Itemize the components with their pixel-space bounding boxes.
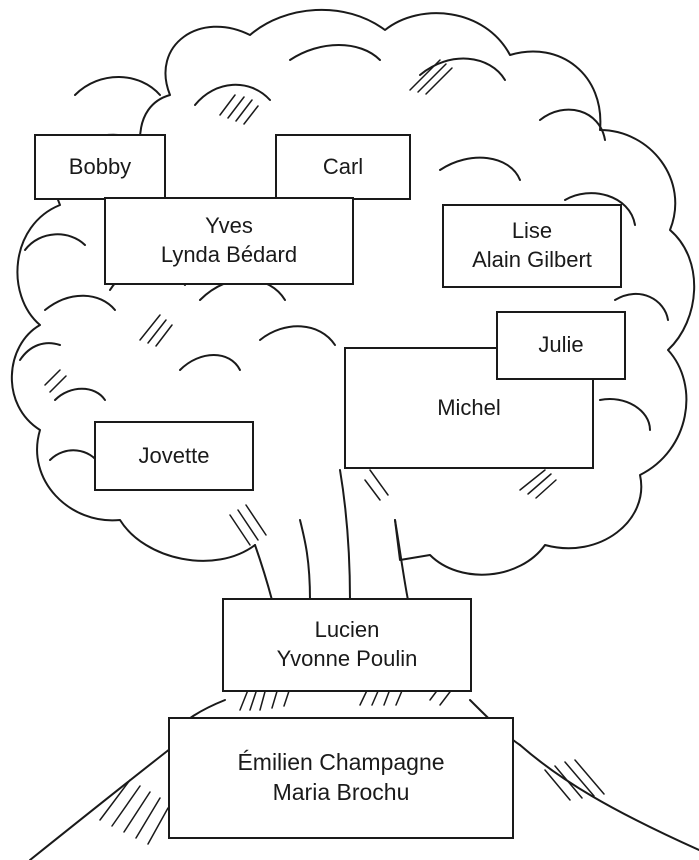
person-name-alain: Alain Gilbert — [472, 247, 592, 272]
person-box-emilien-maria: Émilien Champagne Maria Brochu — [168, 717, 514, 839]
person-name-maria: Maria Brochu — [272, 779, 410, 805]
person-box-lucien-yvonne: Lucien Yvonne Poulin — [222, 598, 472, 692]
tree-trunk — [229, 469, 409, 601]
person-name-lynda: Lynda Bédard — [160, 242, 298, 267]
person-name-yves: Yves — [205, 213, 253, 239]
person-box-yves-lynda: Yves Lynda Bédard — [104, 197, 354, 285]
person-box-carl: Carl — [275, 134, 411, 200]
person-name-jovette: Jovette — [138, 442, 210, 468]
person-name-julie: Julie — [538, 332, 584, 358]
person-box-bobby: Bobby — [34, 134, 166, 200]
person-name-yvonne: Yvonne Poulin — [276, 646, 418, 671]
person-name-carl: Carl — [322, 153, 364, 179]
person-box-jovette: Jovette — [94, 421, 254, 491]
person-name-lucien: Lucien — [314, 617, 380, 643]
person-name-bobby: Bobby — [68, 153, 132, 179]
person-name-michel: Michel — [437, 394, 501, 420]
person-name-emilien: Émilien Champagne — [237, 749, 445, 776]
person-box-lise-alain: Lise Alain Gilbert — [442, 204, 622, 288]
person-name-lise: Lise — [511, 218, 553, 244]
person-box-julie: Julie — [496, 311, 626, 380]
